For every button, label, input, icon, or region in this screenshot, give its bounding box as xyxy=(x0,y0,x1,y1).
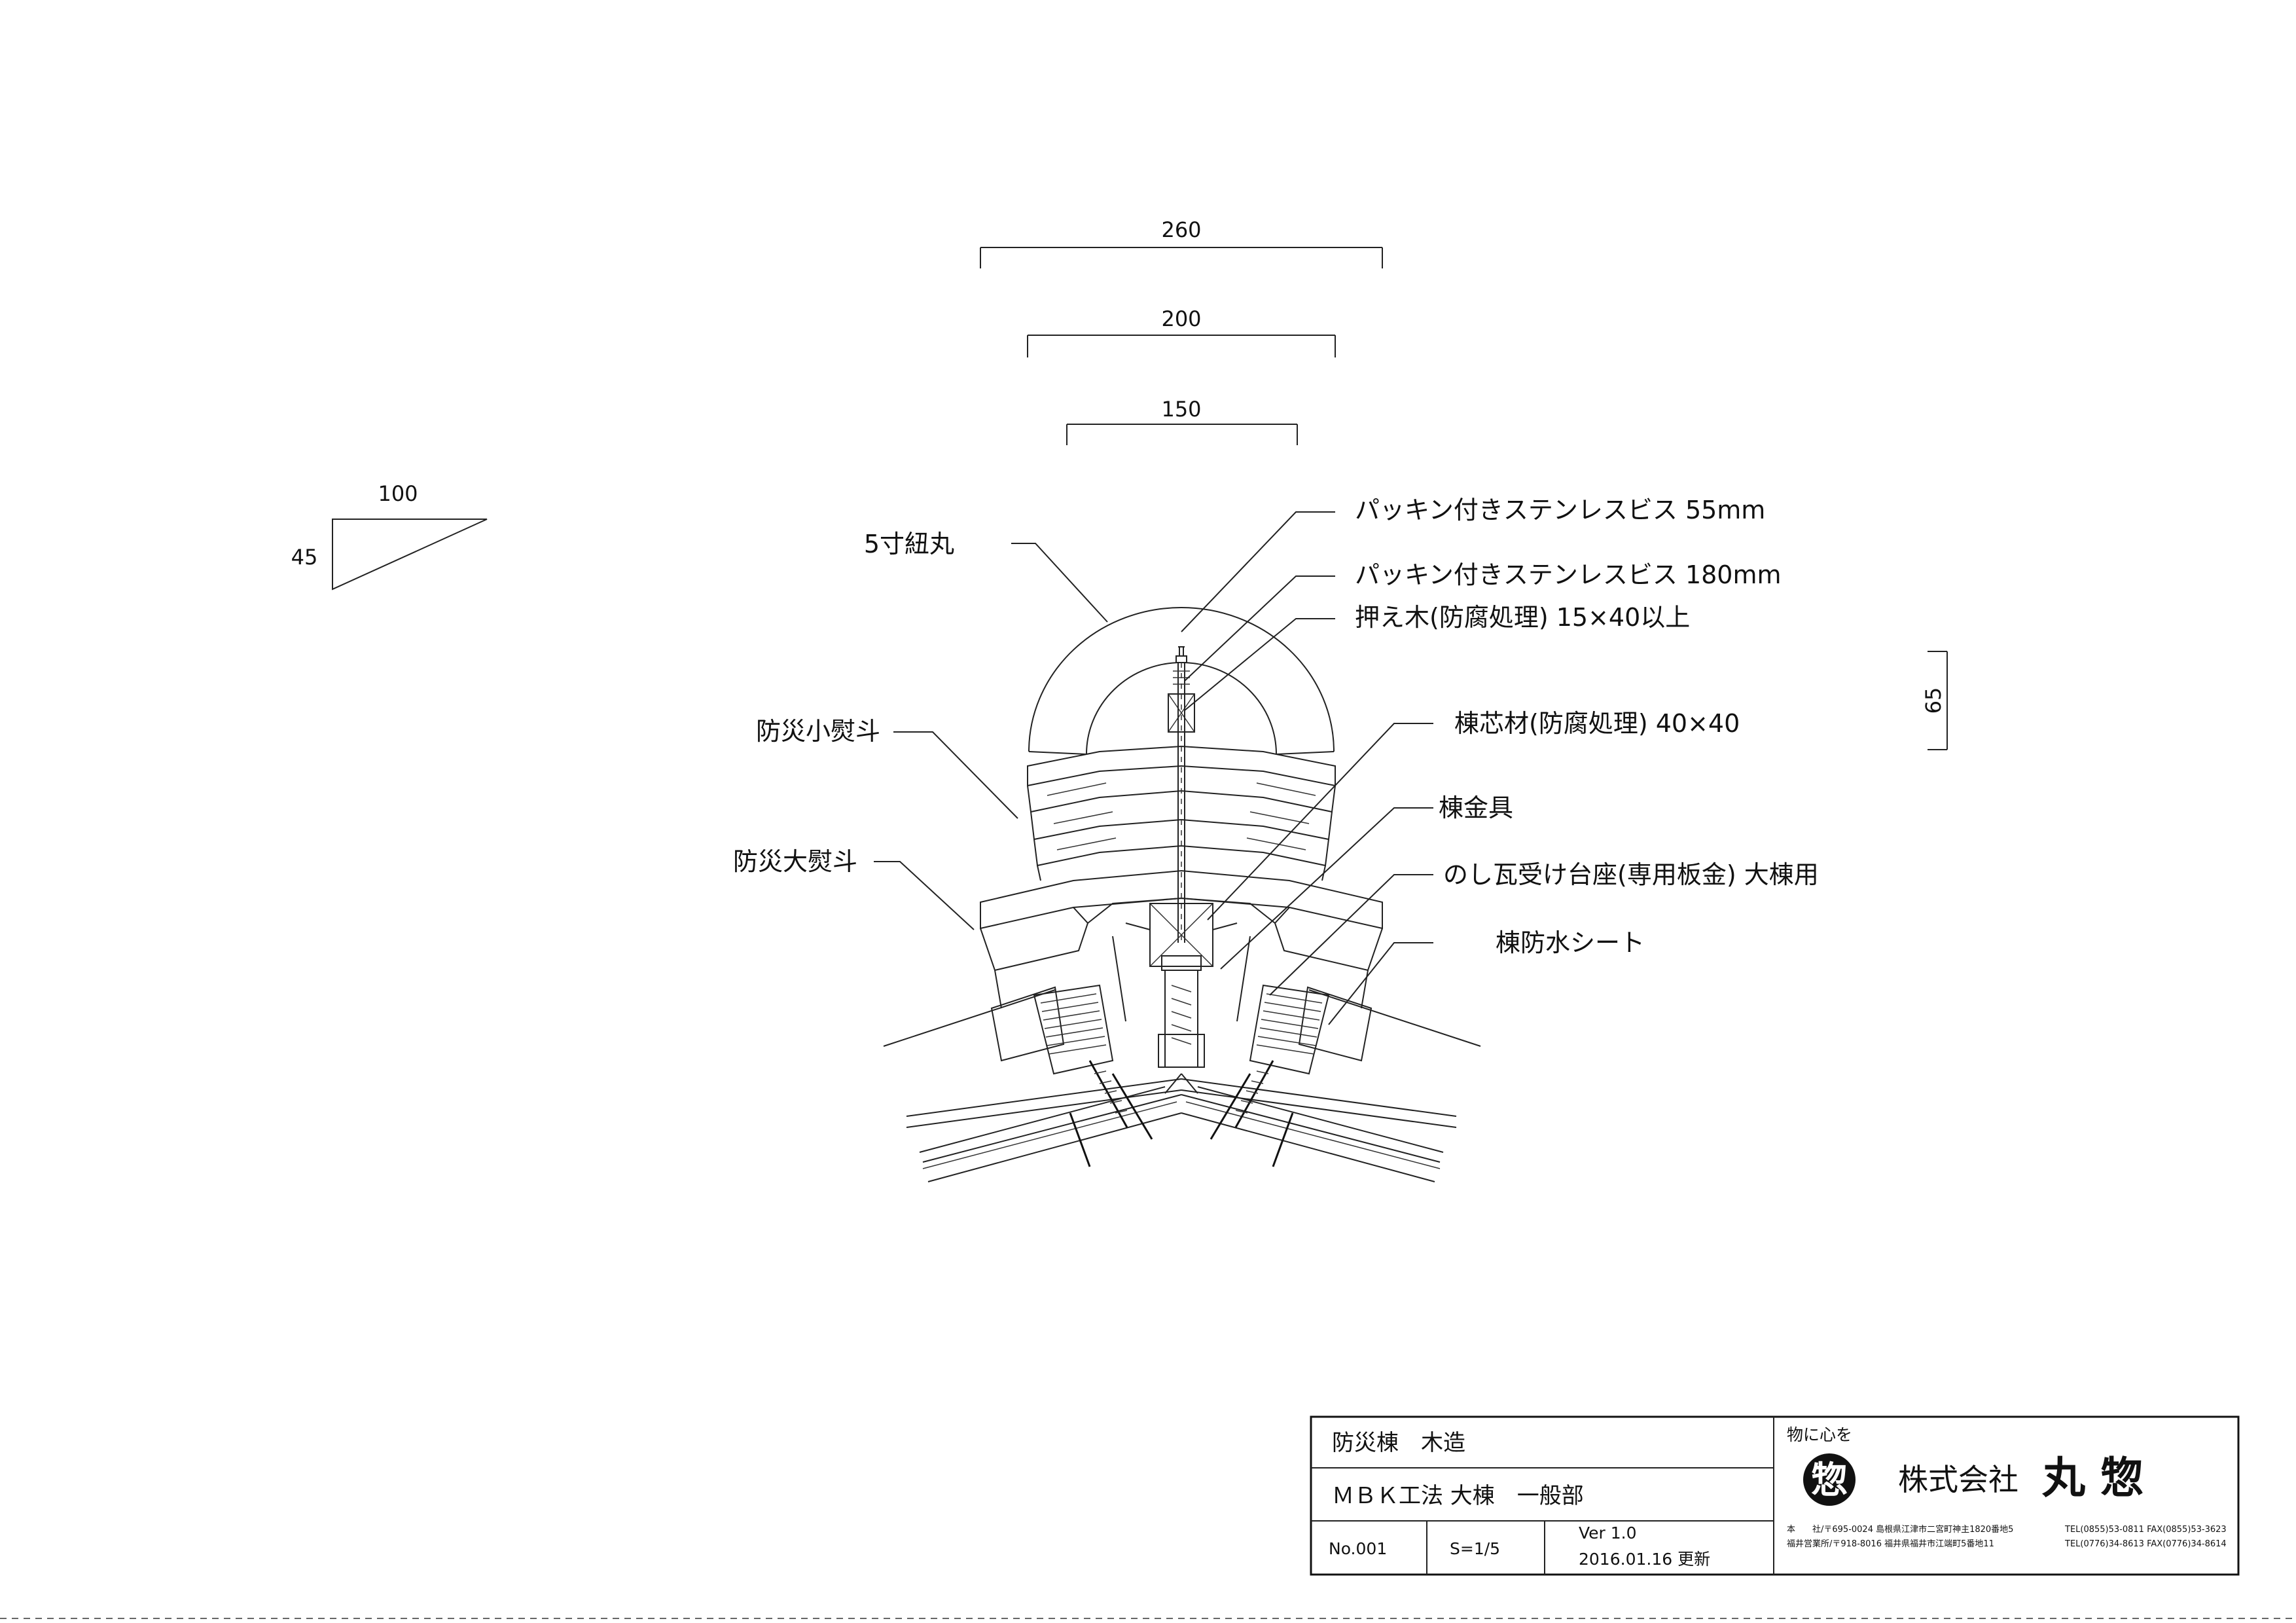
drawing-number: No.001 xyxy=(1329,1539,1387,1558)
label-munashinzai: 棟芯材(防腐処理) 40×40 xyxy=(1454,709,1740,738)
drawing-scale: S=1/5 xyxy=(1450,1539,1500,1558)
dimension-65-text: 65 xyxy=(1921,687,1946,714)
dimension-260: 260 xyxy=(980,217,1383,268)
label-packing-screw-180: パッキン付きステンレスビス 180mm xyxy=(1355,560,1782,589)
label-osaegi: 押え木(防腐処理) 15×40以上 xyxy=(1355,603,1690,632)
company-prefix: 株式会社 xyxy=(1898,1462,2018,1497)
slope-rise-text: 45 xyxy=(291,545,318,570)
title-line-1: 防災棟 木造 xyxy=(1332,1430,1465,1456)
dimension-260-text: 260 xyxy=(1161,217,1201,242)
hq-address: 本 社/〒695-0024 島根県江津市二宮町神主1820番地5 xyxy=(1787,1524,2013,1535)
dimension-150-text: 150 xyxy=(1161,397,1201,422)
slope-run-text: 100 xyxy=(378,481,418,506)
roof-structure xyxy=(883,989,1481,1182)
label-packing-screw-55: パッキン付きステンレスビス 55mm xyxy=(1355,496,1765,524)
label-gochu-maru: 5寸紐丸 xyxy=(864,530,954,558)
right-roof-tile xyxy=(1249,984,1372,1075)
title-block: 防災棟 木造 ＭＢＫ工法 大棟 一般部 No.001 S=1/5 Ver 1.0… xyxy=(1310,1415,2240,1576)
label-bousai-oonoshi: 防災大熨斗 xyxy=(733,847,857,876)
company-logo-char: 惣 xyxy=(1811,1459,1848,1502)
label-muna-bousui-sheet: 棟防水シート xyxy=(1496,928,1645,957)
branch-address: 福井営業所/〒918-8016 福井県福井市江端町5番地11 xyxy=(1787,1539,1994,1549)
label-bousai-konoshi: 防災小熨斗 xyxy=(756,717,880,746)
slope-triangle: 100 45 xyxy=(291,481,488,591)
dimension-65: 65 xyxy=(1921,651,1948,750)
label-munakanagu: 棟金具 xyxy=(1439,793,1513,822)
company-logo: 惣 xyxy=(1803,1453,1856,1506)
drawing-updated: 2016.01.16 更新 xyxy=(1579,1550,1710,1569)
company-name: 丸 惣 xyxy=(2041,1453,2144,1503)
drawing-version: Ver 1.0 xyxy=(1579,1523,1637,1542)
branch-tel: TEL(0776)34-8613 FAX(0776)34-8614 xyxy=(2064,1539,2227,1549)
label-noshi-daiza: のし瓦受け台座(専用板金) 大棟用 xyxy=(1443,860,1819,889)
ridge-core-and-bracket xyxy=(1112,903,1251,1068)
dimension-150: 150 xyxy=(1066,397,1298,445)
leader-lines xyxy=(874,511,1433,1025)
company-motto: 物に心を xyxy=(1787,1425,1852,1444)
left-roof-tile xyxy=(990,984,1114,1075)
hq-tel: TEL(0855)53-0811 FAX(0855)53-3623 xyxy=(2064,1525,2227,1535)
stainless-screws xyxy=(1173,646,1190,943)
title-line-2: ＭＢＫ工法 大棟 一般部 xyxy=(1332,1483,1584,1509)
roof-screws xyxy=(1069,1060,1294,1167)
dimension-200-text: 200 xyxy=(1161,306,1201,331)
dimension-200: 200 xyxy=(1027,306,1336,357)
